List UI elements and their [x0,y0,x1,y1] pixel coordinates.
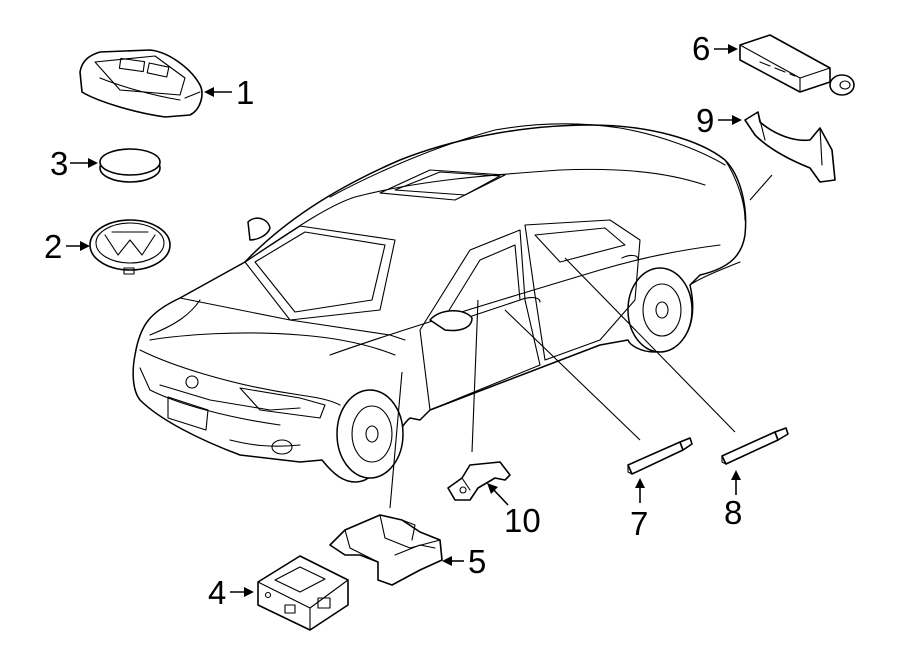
callout-6-number: 6 [692,30,710,67]
antenna-7-part [627,437,693,475]
callout-7: 7 [630,478,648,542]
callout-5: 5 [442,543,486,580]
callout-5-number: 5 [468,543,486,580]
leader-8 [564,257,736,433]
antenna-8-part [721,427,789,465]
callout-2-number: 2 [44,228,62,265]
door-bracket-part [447,461,511,501]
callout-8-number: 8 [724,494,742,531]
control-module-part [257,555,349,631]
callout-10-number: 10 [504,502,541,539]
callout-3: 3 [50,145,98,182]
key-fob-part [79,49,203,118]
leader-10 [471,299,479,453]
callout-8: 8 [724,470,742,531]
bracket-part [744,111,836,183]
coin-battery-part [99,148,161,183]
module-bracket-part [329,514,443,586]
antenna-module-part [739,34,855,96]
callout-10: 10 [487,483,541,539]
callout-4: 4 [208,574,254,611]
leader-9 [749,174,773,201]
callout-3-number: 3 [50,145,68,182]
vehicle-illustration [132,123,747,483]
callout-1-number: 1 [236,74,254,111]
callout-1: 1 [204,74,254,111]
callout-9: 9 [696,102,742,139]
callout-4-number: 4 [208,574,226,611]
callout-9-number: 9 [696,102,714,139]
callout-2: 2 [44,228,90,265]
callout-7-number: 7 [630,505,648,542]
emblem-part [89,219,171,275]
callout-6: 6 [692,30,738,67]
leader-5 [389,371,403,509]
leader-7 [504,309,641,441]
